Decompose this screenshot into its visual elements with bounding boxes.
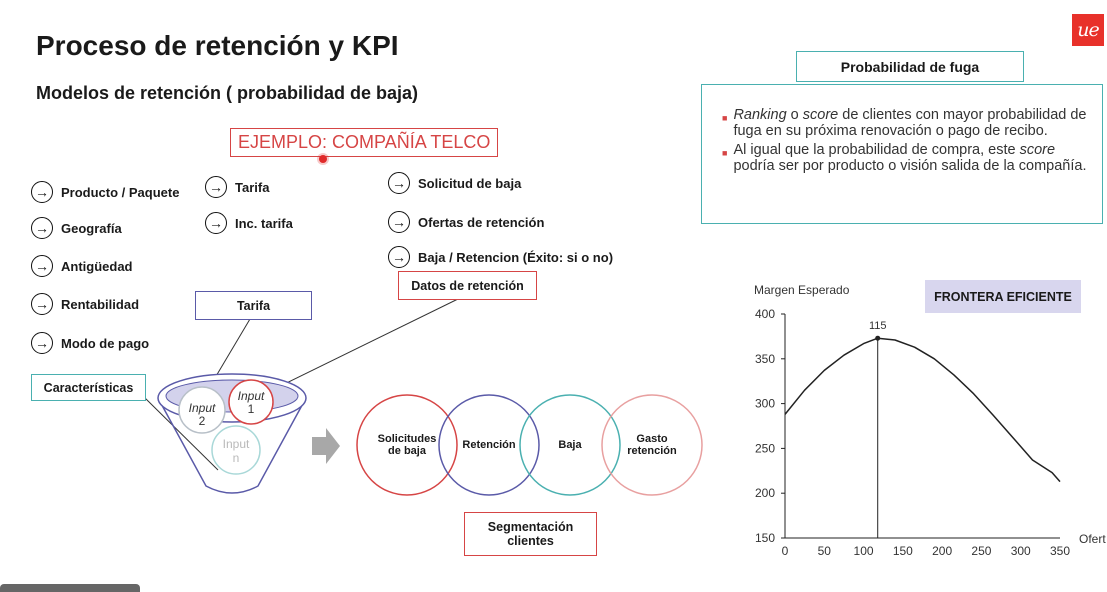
input-n-word: Input [223,437,250,451]
retention-label: Baja / Retencion (Éxito: si o no) [418,249,614,265]
input-2-circle [178,386,226,434]
input-n-circle [211,425,261,475]
arrow-right-icon: → [31,293,53,315]
arrow-right-icon: → [205,212,227,234]
characteristic-item: → Rentabilidad [31,293,139,315]
segment-label: Retención [462,439,515,451]
example-label: EJEMPLO: COMPAÑÍA TELCO [230,128,499,157]
segmentation-line: clientes [507,534,554,548]
input-2-word: Input [189,401,216,415]
x-tick-label: 300 [1011,544,1031,558]
scroll-indicator [0,584,140,592]
segment-label: Solicitudes [378,433,437,445]
arrow-right-icon: → [31,255,53,277]
segment-circle [519,394,621,496]
y-tick-label: 200 [755,486,775,500]
x-tick-label: 150 [893,544,913,558]
connector-line [144,397,219,471]
segment-circle [356,394,458,496]
page-subtitle: Modelos de retención ( probabilidad de b… [36,83,419,103]
segment-circle [438,394,540,496]
retention-label: Ofertas de retención [418,214,545,230]
x-axis-label: Ofert [1079,532,1106,546]
arrow-right-icon: → [388,246,410,268]
frontier-label: FRONTERA EFICIENTE [925,280,1081,313]
probability-box: Probabilidad de fuga [796,51,1024,82]
segment-label: retención [627,445,677,457]
brand-logo: ue [1072,14,1104,46]
input-2-number: 2 [199,414,206,428]
bullet-square-icon: ■ [722,113,728,123]
characteristic-item: → Geografía [31,217,122,239]
funnel-body [157,397,307,494]
bullet-text: Al igual que la probabilidad de compra, … [733,142,1087,174]
chart-axes [784,314,1060,539]
bullet-square-icon: ■ [722,148,728,158]
retention-data-box: Datos de retención [398,271,537,300]
segment-label: Baja [558,439,582,451]
input-1-word: Input [238,389,265,403]
arrow-right-icon: → [388,211,410,233]
tariff-label: Inc. tarifa [235,215,293,231]
arrow-right-icon: → [388,172,410,194]
segment-circle [601,394,703,496]
segmentation-box: Segmentación clientes [464,512,597,556]
characteristic-label: Geografía [61,220,122,236]
x-tick-label: 0 [782,544,789,558]
retention-item: → Solicitud de baja [388,172,521,194]
funnel-diagram: Input 2 Input 1 Input n Solicitudes de b… [144,297,703,496]
chart-ticks: 150 200 250 300 350 400 0 50 100 150 200 250 300 350 [755,307,1070,558]
characteristic-label: Rentabilidad [61,296,140,312]
process-arrow-icon [312,428,340,464]
retention-item: → Baja / Retencion (Éxito: si o no) [388,246,613,268]
characteristics-box: Características [31,374,146,401]
explanation-panel: ■ Ranking o score de clientes con mayor … [701,84,1103,224]
connector-line [261,297,461,396]
tariff-label: Tarifa [235,179,270,195]
tariff-box: Tarifa [195,291,312,320]
arrow-right-icon: → [31,217,53,239]
segment-label: Gasto [636,433,667,445]
characteristic-label: Producto / Paquete [61,184,180,200]
characteristic-label: Modo de pago [61,335,150,351]
bullet-item: ■ Al igual que la probabilidad de compra… [722,142,1090,174]
characteristic-item: → Antigüedad [31,255,133,277]
peak-point [875,335,881,341]
y-tick-label: 400 [755,307,775,321]
frontier-line [784,337,1061,483]
y-axis-label: Margen Esperado [754,283,850,297]
retention-item: → Ofertas de retención [388,211,544,233]
arrow-right-icon: → [31,181,53,203]
efficient-frontier-chart: Margen Esperado Ofert 150 200 250 300 350 400… [754,283,1106,558]
arrow-right-icon: → [205,176,227,198]
x-tick-label: 50 [818,544,832,558]
x-tick-label: 100 [854,544,874,558]
page-title: Proceso de retención y KPI [36,30,399,61]
peak-label: 115 [869,320,887,332]
bullet-item: ■ Ranking o score de clientes con mayor … [722,107,1090,139]
input-1-circle [228,379,274,425]
tariff-item: → Inc. tarifa [205,212,293,234]
y-tick-label: 350 [755,352,775,366]
input-1-number: 1 [248,402,255,416]
bullet-text: Ranking o score de clientes con mayor pr… [733,107,1087,139]
chart-series: 115 [784,320,1061,538]
characteristic-item: → Modo de pago [31,332,149,354]
y-tick-label: 150 [755,531,775,545]
segment-label: de baja [388,445,427,457]
y-tick-label: 250 [755,441,775,455]
tariff-item: → Tarifa [205,176,269,198]
input-n-letter: n [233,451,240,465]
segmentation-line: Segmentación [487,520,574,534]
retention-label: Solicitud de baja [418,175,522,191]
x-tick-label: 200 [932,544,952,558]
x-tick-label: 350 [1050,544,1070,558]
arrow-right-icon: → [31,332,53,354]
x-tick-label: 250 [971,544,991,558]
characteristic-item: → Producto / Paquete [31,181,179,203]
y-tick-label: 300 [755,397,775,411]
characteristic-label: Antigüedad [61,258,133,274]
laser-pointer-dot [319,155,327,163]
